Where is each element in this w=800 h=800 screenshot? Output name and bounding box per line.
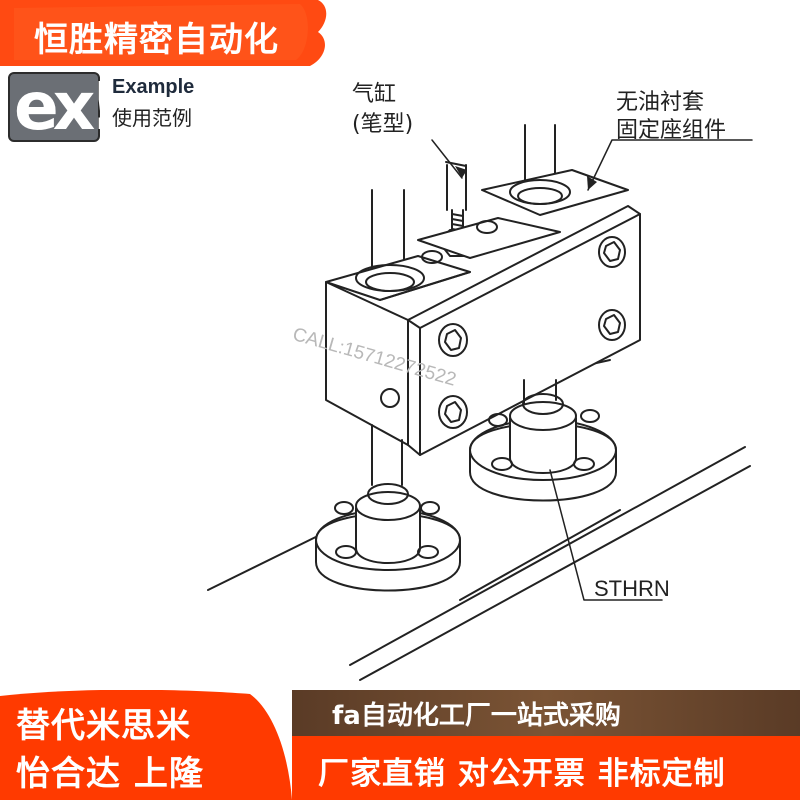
brand-name: 恒胜精密自动化 — [34, 20, 279, 60]
callout-bushing: 无油衬套 — [616, 90, 705, 115]
promo-block: 替代米思米 怡合达 上隆 — [0, 690, 292, 800]
slogan-text: fa自动化工厂一站式采购 — [332, 701, 621, 731]
base-rail — [349, 446, 746, 666]
promo-line-2: 怡合达 上隆 — [16, 754, 204, 794]
bushing-housing — [481, 169, 629, 216]
service-bar: 厂家直销 对公开票 非标定制 — [292, 736, 800, 800]
flange-stthrn — [315, 483, 461, 592]
flange-stthrn — [469, 393, 617, 502]
base-rail — [207, 529, 331, 591]
socket-screw — [438, 323, 468, 357]
example-logo: ex! — [8, 68, 119, 145]
mounting-plate — [407, 205, 641, 456]
example-label-en: Example — [112, 76, 195, 98]
callout-cylinder-type: (笔型) — [352, 112, 414, 137]
promo-line-1: 替代米思米 — [16, 706, 191, 746]
leader-line — [587, 139, 753, 191]
promo-background — [0, 690, 292, 800]
base-rail — [459, 509, 621, 601]
example-logo-mark: ex! — [14, 68, 119, 145]
socket-screw — [438, 395, 468, 429]
example-label-cn: 使用范例 — [112, 106, 192, 130]
callout-part-code: STHRN — [594, 576, 670, 601]
socket-screw — [598, 236, 626, 268]
brush-stroke-background — [0, 0, 327, 66]
leader-line — [431, 139, 463, 179]
callout-bushing-assembly: 固定座组件 — [616, 118, 727, 143]
slogan-bar: fa自动化工厂一站式采购 — [292, 690, 800, 736]
leader-line — [549, 469, 663, 601]
socket-screw — [598, 309, 626, 341]
cylinder-rod — [446, 164, 467, 211]
top-brand-banner: 恒胜精密自动化 — [0, 0, 330, 68]
base-rail — [359, 465, 751, 681]
service-text: 厂家直销 对公开票 非标定制 — [318, 756, 726, 792]
bracket-plate — [417, 217, 561, 259]
callout-cylinder: 气缸 — [352, 82, 397, 107]
